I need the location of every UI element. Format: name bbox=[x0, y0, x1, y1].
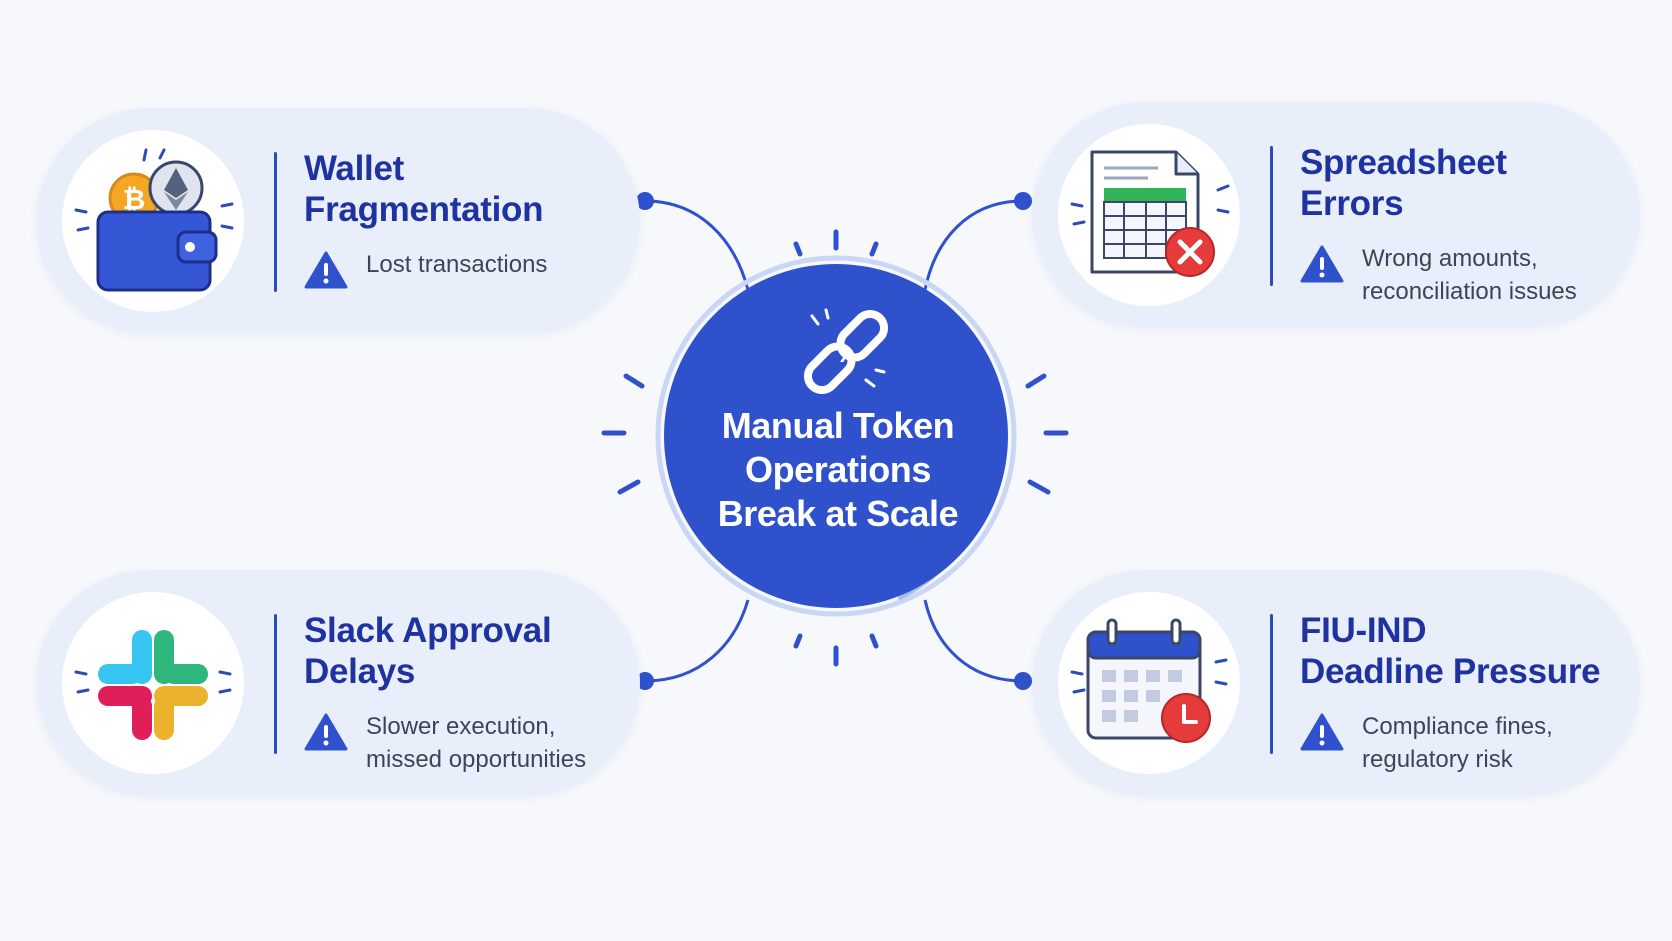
card-title: Wallet Fragmentation bbox=[304, 148, 610, 230]
center-title-line-2: Operations bbox=[744, 449, 932, 490]
card-issue-line-2: regulatory risk bbox=[1362, 746, 1513, 773]
card-issue-line-1: Lost transactions bbox=[366, 251, 548, 278]
svg-text:₿: ₿ bbox=[123, 184, 146, 215]
calendar-deadline-icon bbox=[1058, 592, 1240, 774]
card-wallet-fragmentation: ₿ Wallet Fragmentation bbox=[36, 108, 640, 334]
svg-text:x: x bbox=[840, 342, 853, 367]
card-title-line-1: FIU-IND bbox=[1300, 611, 1427, 650]
connector-dot-fiu bbox=[1014, 672, 1032, 690]
card-divider bbox=[274, 614, 277, 754]
wallet-crypto-icon: ₿ bbox=[62, 130, 244, 312]
card-divider bbox=[1270, 614, 1273, 754]
card-issue-line-1: Wrong amounts, bbox=[1362, 245, 1538, 272]
card-title: FIU-IND Deadline Pressure bbox=[1300, 610, 1610, 692]
card-issue-line-1: Slower execution, bbox=[366, 713, 556, 740]
warning-icon bbox=[1300, 713, 1344, 751]
card-issue: Compliance fines, regulatory risk bbox=[1300, 710, 1610, 776]
card-spreadsheet-errors: Spreadsheet Errors Wrong amounts, reconc… bbox=[1032, 102, 1640, 328]
card-issue-line-2: reconciliation issues bbox=[1362, 278, 1577, 305]
center-title: Manual Token Operations Break at Scale bbox=[663, 404, 1013, 536]
card-divider bbox=[274, 152, 277, 292]
card-title-line-1: Spreadsheet bbox=[1300, 143, 1507, 182]
card-title-line-2: Deadline Pressure bbox=[1300, 652, 1601, 691]
broken-chain-icon bbox=[803, 309, 889, 395]
card-title: Slack Approval Delays bbox=[304, 610, 610, 692]
card-issue: Wrong amounts, reconciliation issues bbox=[1300, 242, 1610, 308]
burst-rays bbox=[601, 229, 1069, 667]
connector-dot-spreadsheet bbox=[1014, 192, 1032, 210]
connector-dot-slack bbox=[636, 672, 654, 690]
card-title-line-1: Wallet bbox=[304, 149, 404, 188]
connector-slack bbox=[644, 599, 750, 683]
connector-wallet bbox=[644, 199, 750, 291]
card-issue: Slower execution, missed opportunities bbox=[304, 710, 610, 776]
center-circle bbox=[664, 264, 1008, 608]
spreadsheet-error-icon bbox=[1058, 124, 1240, 306]
card-issue-line-2: missed opportunities bbox=[366, 746, 587, 773]
warning-icon bbox=[304, 251, 348, 289]
card-fiu-ind-deadline-pressure: FIU-IND Deadline Pressure Compliance fin… bbox=[1032, 570, 1640, 796]
center-title-line-3: Break at Scale bbox=[717, 493, 959, 534]
card-slack-approval-delays: Slack Approval Delays Slower execution, … bbox=[36, 570, 640, 796]
card-issue: Lost transactions bbox=[304, 248, 610, 290]
card-title-line-2: Fragmentation bbox=[304, 190, 544, 229]
card-title: Spreadsheet Errors bbox=[1300, 142, 1610, 224]
connector-dot-wallet bbox=[636, 192, 654, 210]
card-title-line-1: Slack Approval bbox=[304, 611, 552, 650]
card-issue-line-1: Compliance fines, bbox=[1362, 713, 1553, 740]
slack-logo-icon bbox=[62, 592, 244, 774]
warning-icon bbox=[304, 713, 348, 751]
card-divider bbox=[1270, 146, 1273, 286]
card-title-line-2: Errors bbox=[1300, 184, 1404, 223]
card-title-line-2: Delays bbox=[304, 652, 416, 691]
center-title-line-1: Manual Token bbox=[721, 405, 955, 446]
warning-icon bbox=[1300, 245, 1344, 283]
connector-spreadsheet bbox=[923, 199, 1024, 291]
connector-fiu bbox=[923, 599, 1024, 683]
